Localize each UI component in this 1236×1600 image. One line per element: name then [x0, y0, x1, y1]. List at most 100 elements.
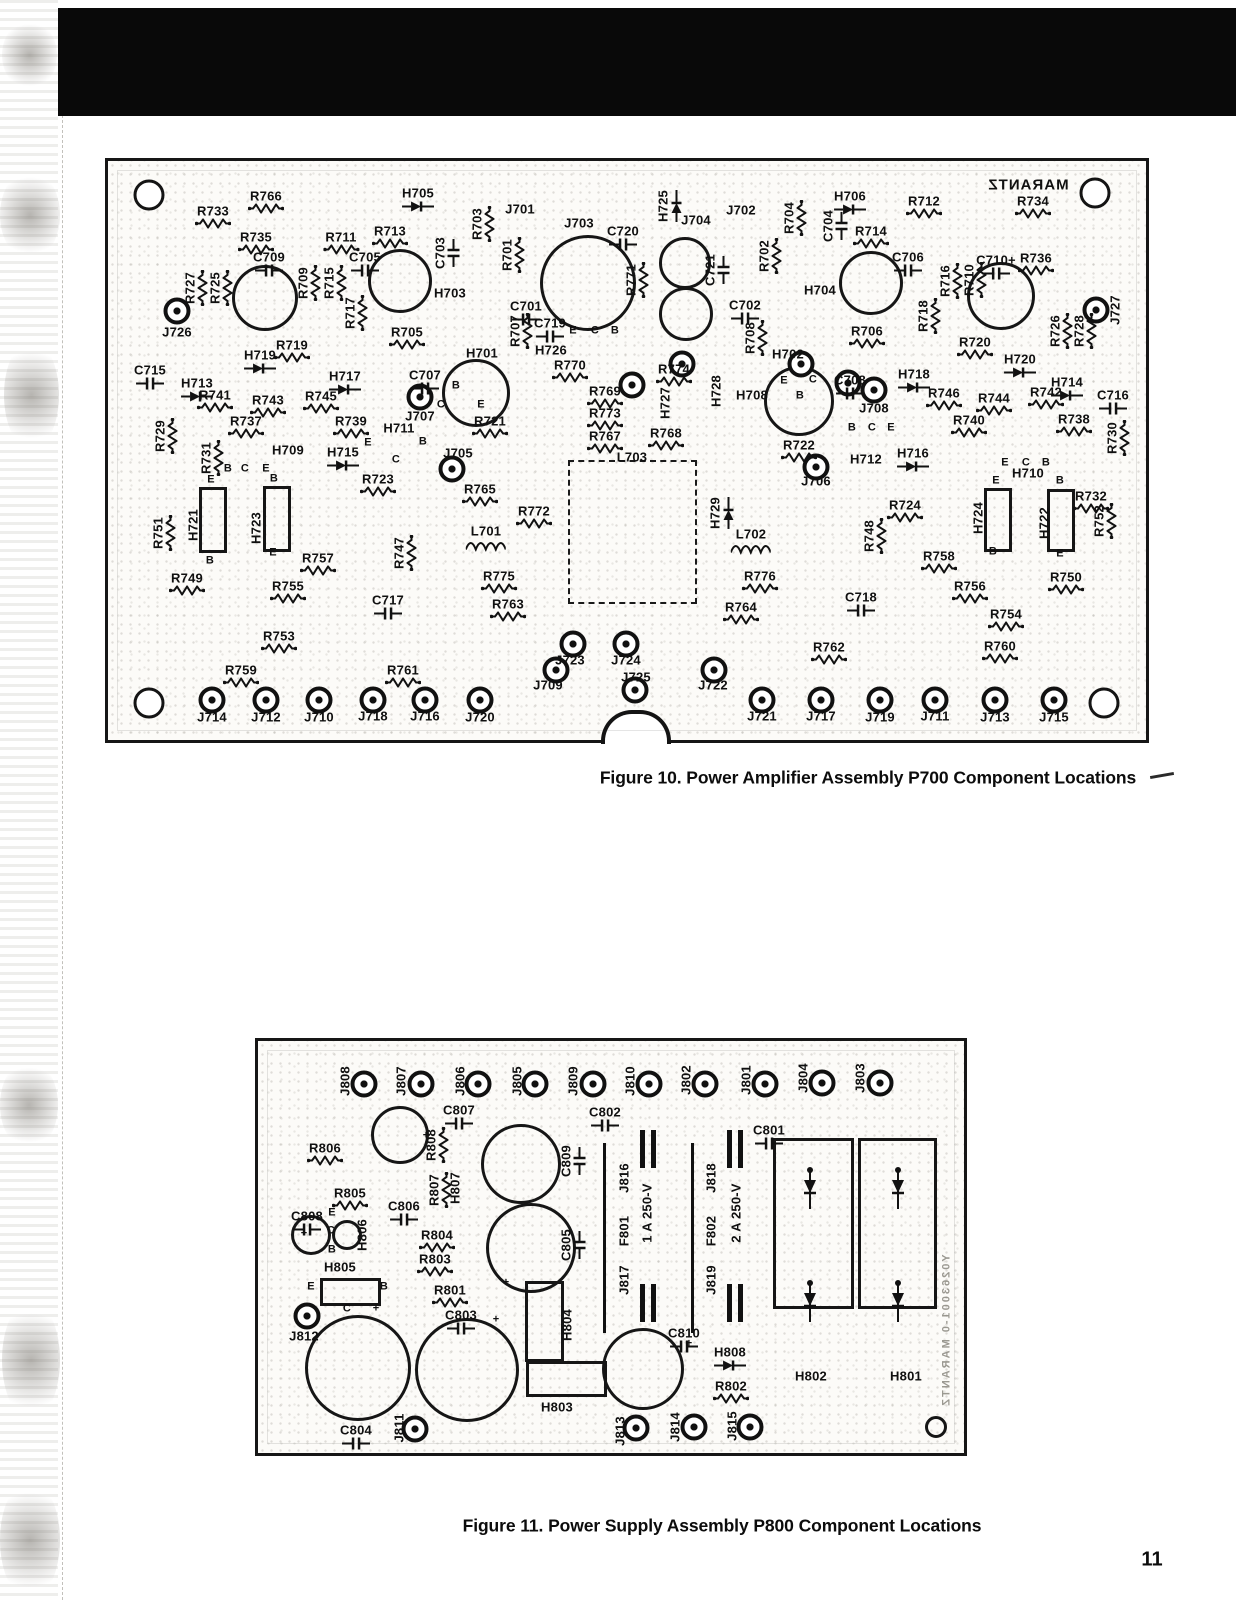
component-symbol — [1118, 419, 1131, 457]
component-label: J811 — [391, 1413, 407, 1443]
component-label: C — [867, 421, 877, 434]
component-label: J805 — [509, 1066, 525, 1096]
component-label: R729 — [153, 417, 179, 455]
component-symbol — [461, 495, 499, 508]
board-edge-notch — [601, 710, 671, 744]
component-symbol — [521, 312, 534, 350]
solder-pad — [542, 656, 570, 684]
component-symbol — [489, 610, 527, 623]
component-symbol — [730, 312, 759, 325]
solder-pad — [635, 1070, 663, 1098]
component-label: H719 — [243, 349, 276, 374]
solder-pad — [163, 297, 191, 325]
solder-pad — [981, 686, 1009, 714]
component-label: H725 — [656, 190, 682, 223]
component-label: C — [391, 453, 401, 466]
component-label: C807 — [443, 1104, 475, 1130]
component-label: J707 — [405, 408, 435, 424]
component-label: B — [610, 324, 620, 337]
component-label: J816 — [616, 1163, 632, 1193]
component-label: J804 — [795, 1063, 811, 1093]
component-label: R701 — [500, 236, 526, 274]
solder-pad — [293, 1302, 321, 1330]
component-label: C802 — [589, 1106, 621, 1132]
component-symbol — [975, 404, 1013, 417]
component-label: R767 — [586, 430, 624, 455]
fuse-contact — [640, 1130, 656, 1168]
component-label: C810 — [668, 1327, 700, 1353]
fuse-contact — [727, 1130, 743, 1168]
component-label: H708 — [736, 387, 768, 403]
component-symbol — [896, 461, 929, 473]
component-outline — [291, 1215, 331, 1255]
component-label: C716 — [1097, 389, 1129, 415]
component-outline — [481, 1124, 561, 1204]
component-symbol — [269, 592, 307, 605]
component-label: J709 — [533, 677, 563, 693]
component-symbol — [551, 371, 589, 384]
component-symbol — [586, 442, 624, 455]
component-symbol — [359, 485, 397, 498]
component-label: R706 — [848, 325, 886, 350]
solder-pad — [680, 1413, 708, 1441]
solder-pad — [464, 1070, 492, 1098]
component-label: R766 — [247, 190, 285, 215]
component-label: J806 — [452, 1066, 468, 1096]
component-label: R713 — [371, 225, 409, 250]
component-label: H804 — [559, 1309, 575, 1341]
component-label: C — [1021, 456, 1031, 469]
component-outline-rect — [199, 487, 227, 553]
component-label: R775 — [480, 570, 518, 595]
component-label: C718 — [845, 591, 877, 617]
component-symbol — [328, 384, 361, 396]
component-label: E — [1056, 547, 1064, 560]
component-symbol — [655, 375, 693, 388]
component-label: C720 — [607, 225, 639, 251]
component-label: C706 — [892, 251, 924, 277]
module-dashed-outline — [568, 460, 697, 604]
component-label: H805 — [324, 1259, 356, 1275]
component-label: J812 — [289, 1328, 319, 1344]
component-label: C806 — [388, 1200, 420, 1226]
component-label: + — [502, 1276, 510, 1289]
component-label: R754 — [987, 608, 1025, 633]
component-label: J802 — [678, 1065, 694, 1095]
component-label: H720 — [1003, 353, 1036, 378]
solder-pad — [252, 686, 280, 714]
component-outline-rect — [526, 1361, 607, 1397]
component-symbol — [975, 261, 988, 299]
component-label: R740 — [950, 414, 988, 439]
component-label: J717 — [806, 708, 836, 724]
component-label: C709 — [253, 251, 285, 277]
redacted-header-band — [58, 8, 1236, 116]
component-symbol — [401, 201, 434, 213]
component-label: R720 — [956, 336, 994, 361]
component-label: R737 — [227, 415, 265, 440]
component-symbol — [1027, 398, 1065, 411]
component-label: J704 — [681, 212, 711, 228]
component-label: J708 — [859, 400, 889, 416]
component-label: C804 — [340, 1424, 372, 1450]
component-label: C805 — [559, 1229, 586, 1261]
component-label: C707 — [409, 369, 441, 395]
component-label: Y0263001-0 MARANTZ — [940, 1254, 953, 1408]
component-label: R753 — [260, 630, 298, 655]
solder-pad — [198, 686, 226, 714]
component-symbol — [722, 613, 760, 626]
component-symbol — [446, 1322, 475, 1335]
component-symbol — [247, 202, 285, 215]
component-symbol — [437, 1126, 450, 1164]
solder-pad — [612, 630, 640, 658]
component-label: H808 — [713, 1346, 746, 1371]
component-symbol — [322, 243, 360, 256]
component-label: J706 — [801, 473, 831, 489]
solder-pad — [751, 1070, 779, 1098]
component-label: H807 — [447, 1172, 463, 1204]
solder-pad — [521, 1070, 549, 1098]
component-label: C703 — [433, 237, 460, 269]
component-label: R752 — [1092, 502, 1118, 540]
component-symbol — [671, 190, 683, 223]
component-symbol — [373, 607, 402, 620]
component-symbol — [513, 236, 526, 274]
